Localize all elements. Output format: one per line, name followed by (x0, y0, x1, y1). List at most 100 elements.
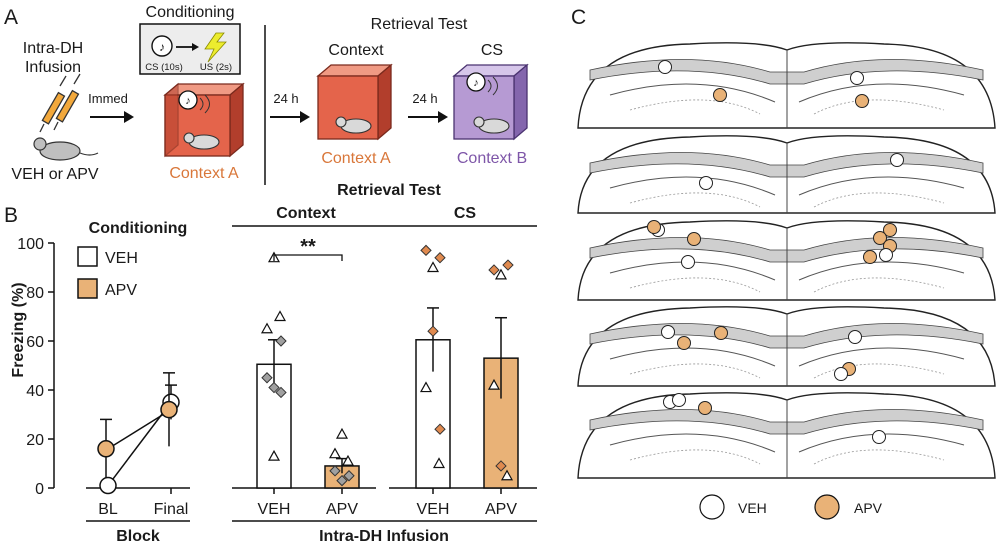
data-point-diamond (427, 325, 439, 337)
data-point-triangle (260, 322, 274, 334)
apv-placement (677, 336, 691, 350)
veh-placement (681, 255, 695, 269)
data-point-apv (160, 400, 178, 419)
panel-c-letter: C (571, 6, 586, 29)
corpus-callosum (589, 152, 984, 178)
data-point-triangle (267, 449, 281, 461)
data-point-triangle (494, 268, 508, 280)
rat-icon (473, 116, 510, 134)
arrow-icon (90, 111, 134, 123)
brain-sections (577, 42, 996, 479)
x-tick-label: APV (485, 501, 517, 518)
brain-section (577, 392, 996, 479)
drug-label: VEH or APV (11, 166, 98, 183)
data-point-veh (99, 476, 117, 495)
panel-b: B Conditioning Retrieval Test Context CS… (4, 182, 537, 545)
delay-label-2: 24 h (412, 91, 437, 106)
veh-placement (658, 60, 672, 74)
data-point-triangle (500, 469, 514, 481)
y-tick-label: 20 (26, 432, 44, 449)
legend-apv-label: APV (105, 282, 137, 299)
rat-icon (33, 137, 99, 161)
veh-placement (850, 71, 864, 85)
retrieval-chart-title: Retrieval Test (337, 182, 441, 199)
hippocampus-outline (609, 347, 965, 367)
data-point-diamond (275, 335, 287, 347)
veh-placement (834, 367, 848, 381)
data-point-triangle (328, 447, 342, 459)
apv-placement (713, 88, 727, 102)
y-tick-label: 0 (35, 481, 44, 498)
veh-placement (890, 153, 904, 167)
y-tick-label: 100 (17, 236, 44, 253)
conditioning-title: Conditioning (146, 4, 235, 21)
data-point-diamond (502, 259, 514, 271)
apv-placement (647, 220, 661, 234)
context-a-label-2: Context A (321, 150, 391, 167)
infusion-label-line1: Intra-DH (23, 40, 83, 57)
dentate-gyrus-outline (629, 449, 945, 465)
veh-placement (661, 325, 675, 339)
veh-placement (672, 393, 686, 407)
svg-text:♪: ♪ (473, 77, 479, 89)
us-label: US (2s) (200, 62, 232, 73)
data-point-diamond (434, 251, 446, 264)
context-column-title: Context (328, 42, 384, 59)
context-a-box (163, 82, 245, 158)
cs-column-title: CS (481, 42, 503, 59)
x-tick-label: VEH (258, 501, 291, 518)
corpus-callosum (589, 59, 984, 85)
context-a-label: Context A (169, 165, 239, 182)
apv-placement (863, 250, 877, 264)
legend-veh-label: VEH (105, 250, 138, 267)
context-chart-title: Context (276, 205, 336, 222)
x-tick-label: APV (326, 501, 358, 518)
x-tick-label: VEH (417, 501, 450, 518)
brain-section (577, 42, 996, 129)
significance-stars: ** (300, 236, 316, 258)
x-tick-label: BL (98, 501, 118, 518)
veh-placement (699, 176, 713, 190)
legend-apv-marker (814, 494, 840, 520)
y-axis-label: Freezing (%) (10, 282, 27, 377)
series-line-apv (107, 408, 172, 450)
svg-text:♪: ♪ (185, 95, 191, 107)
data-point-diamond (434, 423, 446, 435)
data-point-triangle (273, 310, 287, 322)
data-point-triangle (426, 261, 440, 273)
conditioning-chart-title: Conditioning (89, 220, 188, 237)
context-b-label: Context B (457, 150, 527, 167)
apv-placement (714, 326, 728, 340)
legend-veh-swatch (77, 246, 98, 267)
hippocampus-outline (609, 176, 965, 196)
speaker-icon: ♪ (178, 90, 210, 114)
rat-icon (335, 116, 372, 134)
panel-b-letter: B (4, 204, 18, 227)
svg-text:♪: ♪ (159, 40, 165, 54)
delay-label-1: 24 h (273, 91, 298, 106)
cannula-placements (647, 60, 904, 444)
cs-chart-title: CS (454, 205, 477, 222)
tone-icon: ♪ (151, 35, 173, 57)
data-point-triangle (335, 427, 349, 439)
panel-a-letter: A (4, 6, 18, 29)
dentate-gyrus-outline (629, 277, 945, 293)
apv-placement (687, 232, 701, 246)
corpus-callosum (589, 409, 984, 435)
legend-veh-marker (699, 494, 725, 520)
cs-label: CS (10s) (145, 62, 182, 73)
data-point-diamond (261, 372, 273, 384)
brain-section (577, 135, 996, 214)
legend-veh-text: VEH (738, 500, 767, 516)
data-point-diamond (275, 386, 287, 399)
data-point-diamond (495, 460, 507, 472)
panel-a: A Intra-DH Infusion VEH or APV Immed Con… (4, 4, 529, 185)
data-point-diamond (329, 465, 341, 477)
legend-apv-text: APV (854, 500, 883, 516)
arrow-icon (270, 111, 310, 123)
speaker-icon: ♪ (466, 72, 498, 96)
dentate-gyrus-outline (629, 192, 945, 208)
veh-placement (848, 330, 862, 344)
